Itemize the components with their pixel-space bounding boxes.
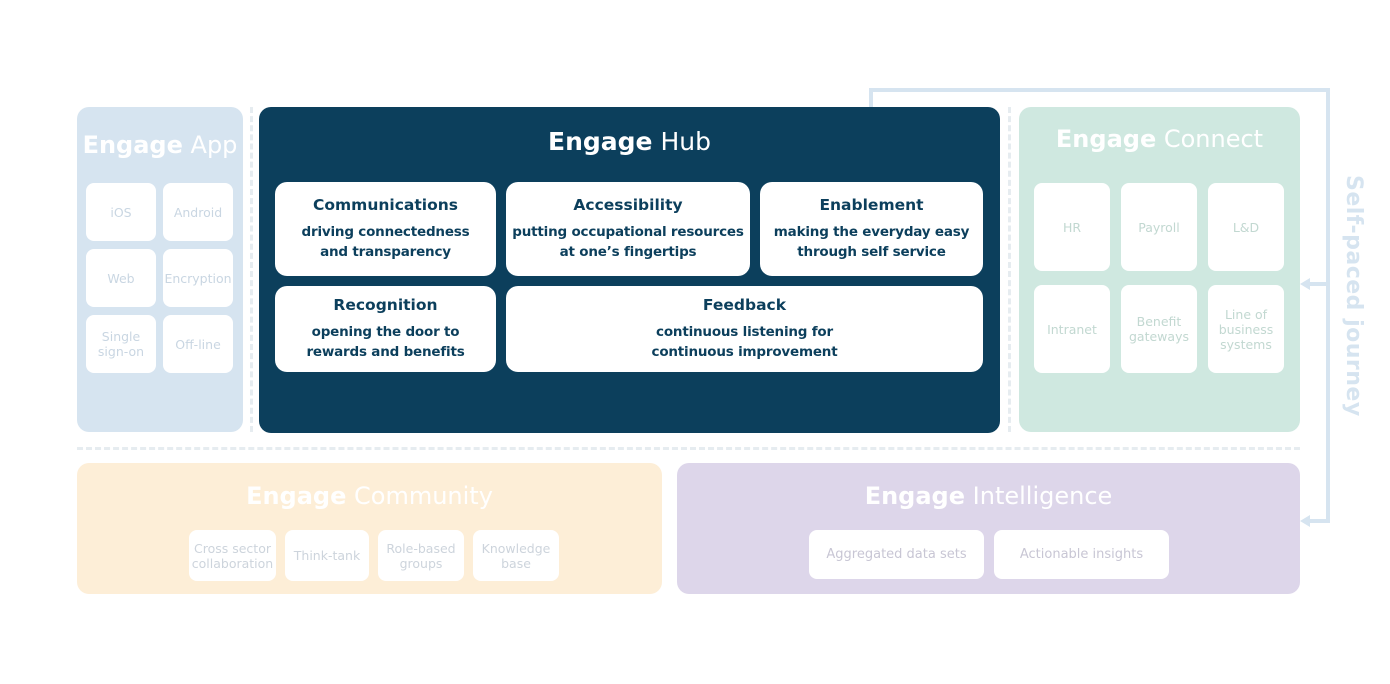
engage-connect-panel: Engage Connect HR Payroll L&D Intranet B… bbox=[1019, 107, 1300, 432]
app-tile-android: Android bbox=[163, 183, 233, 241]
engage-app-panel: Engage App iOS Android Web Encryption Si… bbox=[77, 107, 243, 432]
community-tile-think-tank: Think-tank bbox=[285, 530, 369, 581]
connect-tile-line-of-business: Line of business systems bbox=[1208, 285, 1284, 373]
hub-card-communications: Communications driving connectedness and… bbox=[275, 182, 496, 276]
section-divider bbox=[77, 447, 1300, 450]
community-tile-cross-sector: Cross sector collaboration bbox=[189, 530, 276, 581]
connect-tile-l-and-d: L&D bbox=[1208, 183, 1284, 271]
engage-app-title: Engage App bbox=[82, 131, 238, 159]
arrow-head-icon bbox=[1300, 515, 1310, 527]
intelligence-tile-aggregated-data: Aggregated data sets bbox=[809, 530, 984, 579]
engage-intelligence-title: Engage Intelligence bbox=[864, 482, 1113, 510]
engage-community-title: Engage Community bbox=[246, 482, 493, 510]
engage-connect-title: Engage Connect bbox=[1055, 125, 1264, 153]
engage-hub-title: Engage Hub bbox=[548, 127, 711, 156]
hub-card-title: Feedback bbox=[702, 296, 787, 314]
app-tile-ios: iOS bbox=[86, 183, 156, 241]
hub-card-enablement: Enablement making the everyday easy thro… bbox=[760, 182, 983, 276]
section-divider bbox=[250, 107, 253, 432]
hub-card-description: continuous listening for continuous impr… bbox=[651, 324, 838, 360]
intelligence-tile-actionable-insights: Actionable insights bbox=[994, 530, 1169, 579]
engage-community-panel: Engage Community Cross sector collaborat… bbox=[77, 463, 662, 594]
engage-hub-panel: Engage Hub Communications driving connec… bbox=[259, 107, 1000, 433]
hub-card-accessibility: Accessibility putting occupational resou… bbox=[506, 182, 750, 276]
hub-card-description: putting occupational resources at one’s … bbox=[512, 224, 744, 260]
app-tile-single-sign-on: Single sign-on bbox=[86, 315, 156, 373]
hub-card-title: Accessibility bbox=[573, 196, 683, 214]
self-paced-journey-label: Self-paced journey bbox=[1341, 175, 1366, 417]
hub-card-title: Enablement bbox=[819, 196, 924, 214]
hub-card-description: opening the door to rewards and benefits bbox=[306, 324, 465, 360]
connect-tile-benefit-gateways: Benefit gateways bbox=[1121, 285, 1197, 373]
app-tile-offline: Off-line bbox=[163, 315, 233, 373]
hub-card-recognition: Recognition opening the door to rewards … bbox=[275, 286, 496, 372]
hub-card-description: making the everyday easy through self se… bbox=[773, 224, 970, 260]
hub-card-feedback: Feedback continuous listening for contin… bbox=[506, 286, 983, 372]
app-tile-web: Web bbox=[86, 249, 156, 307]
community-tile-role-based-groups: Role-based groups bbox=[378, 530, 464, 581]
section-divider bbox=[1008, 107, 1011, 432]
engage-intelligence-panel: Engage Intelligence Aggregated data sets… bbox=[677, 463, 1300, 594]
connect-tile-hr: HR bbox=[1034, 183, 1110, 271]
arrow-head-icon bbox=[1300, 278, 1310, 290]
hub-card-description: driving connectedness and transparency bbox=[301, 224, 470, 260]
hub-card-title: Communications bbox=[313, 196, 458, 214]
app-tile-encryption: Encryption bbox=[163, 249, 233, 307]
community-tile-knowledge-base: Knowledge base bbox=[473, 530, 559, 581]
hub-card-title: Recognition bbox=[333, 296, 438, 314]
connect-tile-intranet: Intranet bbox=[1034, 285, 1110, 373]
connect-tile-payroll: Payroll bbox=[1121, 183, 1197, 271]
